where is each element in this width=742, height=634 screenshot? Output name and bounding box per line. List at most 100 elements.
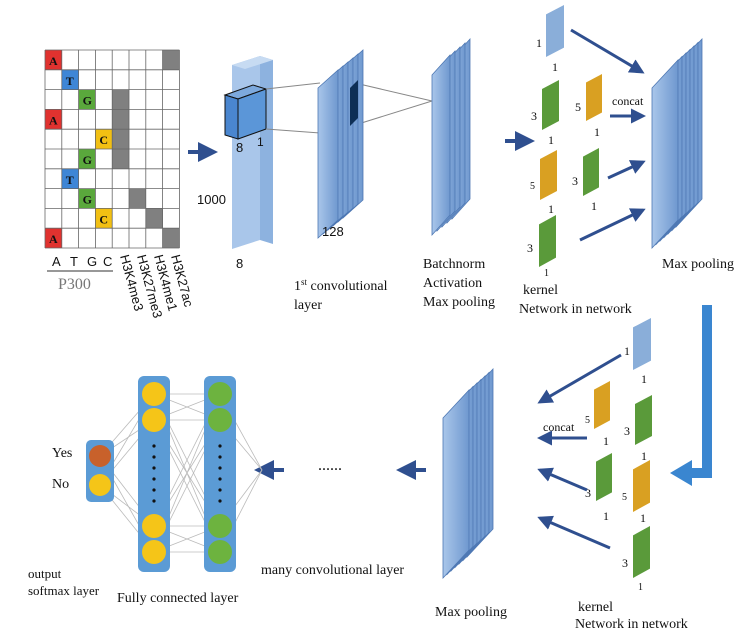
feature-map-slice	[317, 69, 339, 239]
base-label-C: C	[103, 254, 112, 269]
concat-arrow	[570, 28, 645, 74]
fc-dot	[152, 477, 156, 481]
kernel-3x1	[635, 395, 652, 445]
fc-dot	[218, 499, 222, 503]
feature-map-slice	[651, 58, 679, 250]
kernel-label: 1	[548, 133, 554, 147]
track-signal-cell	[145, 208, 163, 229]
base-cell-A	[45, 50, 62, 70]
feature-map-slice	[442, 388, 470, 580]
fc-dot	[152, 499, 156, 503]
concat-arrow	[537, 467, 588, 492]
kernel-5x1	[586, 74, 602, 121]
base-cell-T	[61, 69, 79, 90]
nin-bottom-concat: concat	[543, 420, 575, 434]
output-node-yes	[89, 445, 111, 467]
input-block	[223, 56, 273, 249]
nin-bottom-kernel-caption: kernel	[578, 600, 613, 615]
base-cell-C	[95, 129, 113, 149]
nin-top-concat: concat	[612, 94, 644, 108]
kernel-3x1	[583, 148, 599, 196]
kernel-3x1	[542, 80, 559, 130]
fc-dot	[152, 444, 156, 448]
base-letter: T	[66, 74, 74, 88]
base-cell-A	[45, 109, 62, 130]
kernel-label: 3	[624, 424, 630, 438]
kernel-label: 1	[544, 268, 549, 279]
kernel-label: 1	[641, 449, 647, 463]
output-yes-label: Yes	[52, 446, 72, 461]
bn-line3: Max pooling	[423, 295, 495, 310]
base-letter: A	[49, 54, 58, 68]
fc-dot	[218, 488, 222, 492]
bn-line1: Batchnorm	[423, 257, 485, 272]
fc-dot	[152, 455, 156, 459]
dataset-label: P300	[58, 276, 91, 293]
kernel-label: 1	[603, 434, 609, 448]
fc-node	[142, 408, 166, 432]
fc-dot	[152, 466, 156, 470]
fc-node	[208, 382, 232, 406]
base-cell-G	[78, 188, 96, 209]
base-label-T: T	[70, 254, 78, 269]
base-cell-A	[45, 228, 62, 248]
kernel-label: 1	[603, 509, 609, 523]
fc-node	[208, 514, 232, 538]
track-signal-cell	[112, 129, 129, 149]
conv1-feature-maps	[317, 49, 364, 239]
fc-caption: Fully connected layer	[117, 591, 239, 606]
max-pooling-bottom	[442, 367, 494, 580]
track-signal-cell	[129, 188, 146, 209]
conv1-receptive-region	[350, 80, 358, 126]
pool-bottom-caption: Max pooling	[435, 605, 507, 620]
kernel-label: 1	[638, 582, 643, 593]
fc-dot	[218, 477, 222, 481]
kernel-width-label: 8	[236, 140, 243, 155]
output-caption-line1: output	[28, 566, 62, 581]
kernel-label: 5	[585, 415, 590, 426]
base-letter: A	[49, 232, 58, 246]
fc-dot	[152, 488, 156, 492]
kernel-label: 1	[548, 202, 554, 216]
ellipsis: ......	[318, 457, 342, 474]
feature-map-slice	[431, 53, 451, 237]
kernel-3x1	[596, 453, 612, 501]
kernel-3x1	[539, 215, 556, 267]
bn-line2: Activation	[423, 276, 482, 291]
batchnorm-feature-maps	[431, 37, 471, 237]
kernel-3x1	[633, 526, 650, 578]
base-label-G: G	[87, 254, 97, 269]
kernel-1x1	[546, 5, 564, 57]
base-letter: A	[49, 113, 58, 127]
base-label-A: A	[52, 254, 61, 269]
base-cell-T	[61, 168, 79, 189]
track-signal-cell	[162, 228, 180, 248]
kernel-label: 3	[527, 241, 533, 255]
kernel-label: 1	[624, 344, 630, 358]
projection-lines	[265, 82, 433, 134]
base-letter: G	[83, 153, 92, 167]
kernel-1x1	[633, 318, 651, 370]
input-height-label: 1000	[197, 192, 226, 207]
fc-node	[142, 514, 166, 538]
kernel-5x1	[594, 381, 610, 429]
concat-arrow	[537, 515, 611, 550]
many-conv-caption: many convolutional layer	[261, 563, 404, 578]
output-no-label: No	[52, 477, 69, 492]
fc-node	[208, 408, 232, 432]
kernel-label: 5	[622, 492, 627, 503]
kernel-label: 5	[575, 100, 581, 114]
kernel-label: 3	[572, 174, 578, 188]
kernel-label: 1	[641, 372, 647, 386]
kernel-label: 1	[640, 511, 646, 525]
conv1-caption-line2: layer	[294, 298, 322, 313]
kernel-label: 1	[552, 60, 558, 74]
concat-arrow	[607, 160, 646, 180]
kernel-label: 1	[594, 125, 600, 139]
nin-top-nin-caption: Network in network	[519, 302, 632, 317]
nin-bottom-nin-caption: Network in network	[575, 617, 688, 632]
conv1-count: 128	[322, 224, 344, 239]
